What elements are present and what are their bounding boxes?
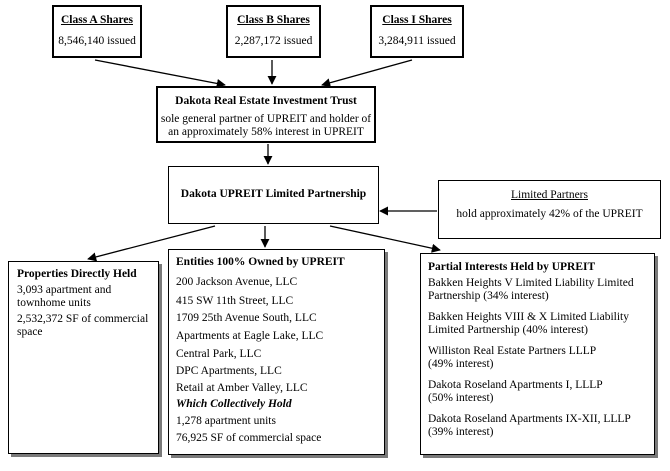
partial-item-3-line1: Williston Real Estate Partners LLLP — [428, 345, 597, 357]
upreit-box: Dakota UPREIT Limited Partnership — [168, 166, 379, 224]
class-a-title: Class A Shares — [60, 14, 133, 26]
entity-item: 200 Jackson Avenue, LLC — [176, 276, 298, 288]
partial-interests-box: Partial Interests Held by UPREIT Bakken … — [420, 253, 655, 455]
direct-line2: townhome units — [17, 297, 91, 309]
limited-partners-box: Limited Partners hold approximately 42% … — [438, 180, 661, 239]
collective-space: 76,925 SF of commercial space — [176, 432, 322, 444]
partial-item-5-line1: Dakota Roseland Apartments IX-XII, LLLP — [428, 413, 631, 425]
class-a-detail: 8,546,140 issued — [58, 35, 136, 47]
arrow-upreit-to-partial — [329, 225, 441, 253]
reit-line1: sole general partner of UPREIT and holde… — [160, 113, 372, 125]
direct-line4: space — [17, 326, 43, 338]
class-i-detail: 3,284,911 issued — [378, 35, 456, 47]
partial-item-1-line2: Partnership (34% interest) — [428, 290, 549, 302]
upreit-title: Dakota UPREIT Limited Partnership — [180, 188, 367, 200]
collective-heading: Which Collectively Hold — [176, 398, 292, 410]
partial-title: Partial Interests Held by UPREIT — [428, 261, 596, 273]
partial-item-5-line2: (39% interest) — [428, 426, 494, 438]
class-a-shares-box: Class A Shares 8,546,140 issued — [52, 5, 142, 58]
entity-item: 1709 25th Avenue South, LLC — [176, 312, 317, 324]
reit-box: Dakota Real Estate Investment Trust sole… — [156, 86, 376, 143]
entities-title: Entities 100% Owned by UPREIT — [176, 256, 345, 268]
collective-units: 1,278 apartment units — [176, 415, 276, 427]
partial-item-2-line2: Limited Partnership (40% interest) — [428, 324, 589, 336]
entity-item: Central Park, LLC — [176, 348, 262, 360]
entity-item: Retail at Amber Valley, LLC — [176, 382, 308, 394]
class-b-shares-box: Class B Shares 2,287,172 issued — [226, 5, 321, 58]
direct-title: Properties Directly Held — [17, 268, 137, 280]
partial-item-4-line2: (50% interest) — [428, 392, 494, 404]
arrow-upreit-to-direct — [87, 225, 216, 262]
partial-item-4-line1: Dakota Roseland Apartments I, LLLP — [428, 379, 603, 391]
class-i-title: Class I Shares — [382, 14, 452, 26]
direct-line1: 3,093 apartment and — [17, 284, 112, 296]
entity-item: 415 SW 11th Street, LLC — [176, 295, 294, 307]
arrow-class-i-to-reit — [321, 59, 413, 88]
reit-title: Dakota Real Estate Investment Trust — [175, 95, 357, 107]
entities-owned-box: Entities 100% Owned by UPREIT 200 Jackso… — [168, 249, 385, 455]
partial-item-2-line1: Bakken Heights VIII & X Limited Liabilit… — [428, 311, 630, 323]
class-b-detail: 2,287,172 issued — [234, 35, 313, 47]
direct-line3: 2,532,372 SF of commercial — [17, 313, 149, 325]
partial-item-3-line2: (49% interest) — [428, 358, 494, 370]
arrow-class-a-to-reit — [94, 59, 226, 88]
entity-item: DPC Apartments, LLC — [176, 365, 282, 377]
partial-item-1-line1: Bakken Heights V Limited Liability Limit… — [428, 277, 634, 289]
entity-item: Apartments at Eagle Lake, LLC — [176, 330, 324, 342]
limited-partners-title: Limited Partners — [511, 189, 588, 201]
reit-line2: an approximately 58% interest in UPREIT — [168, 126, 364, 138]
properties-directly-held-box: Properties Directly Held 3,093 apartment… — [8, 261, 159, 454]
class-b-title: Class B Shares — [237, 14, 310, 26]
class-i-shares-box: Class I Shares 3,284,911 issued — [370, 5, 464, 58]
limited-partners-detail: hold approximately 42% of the UPREIT — [456, 208, 643, 220]
